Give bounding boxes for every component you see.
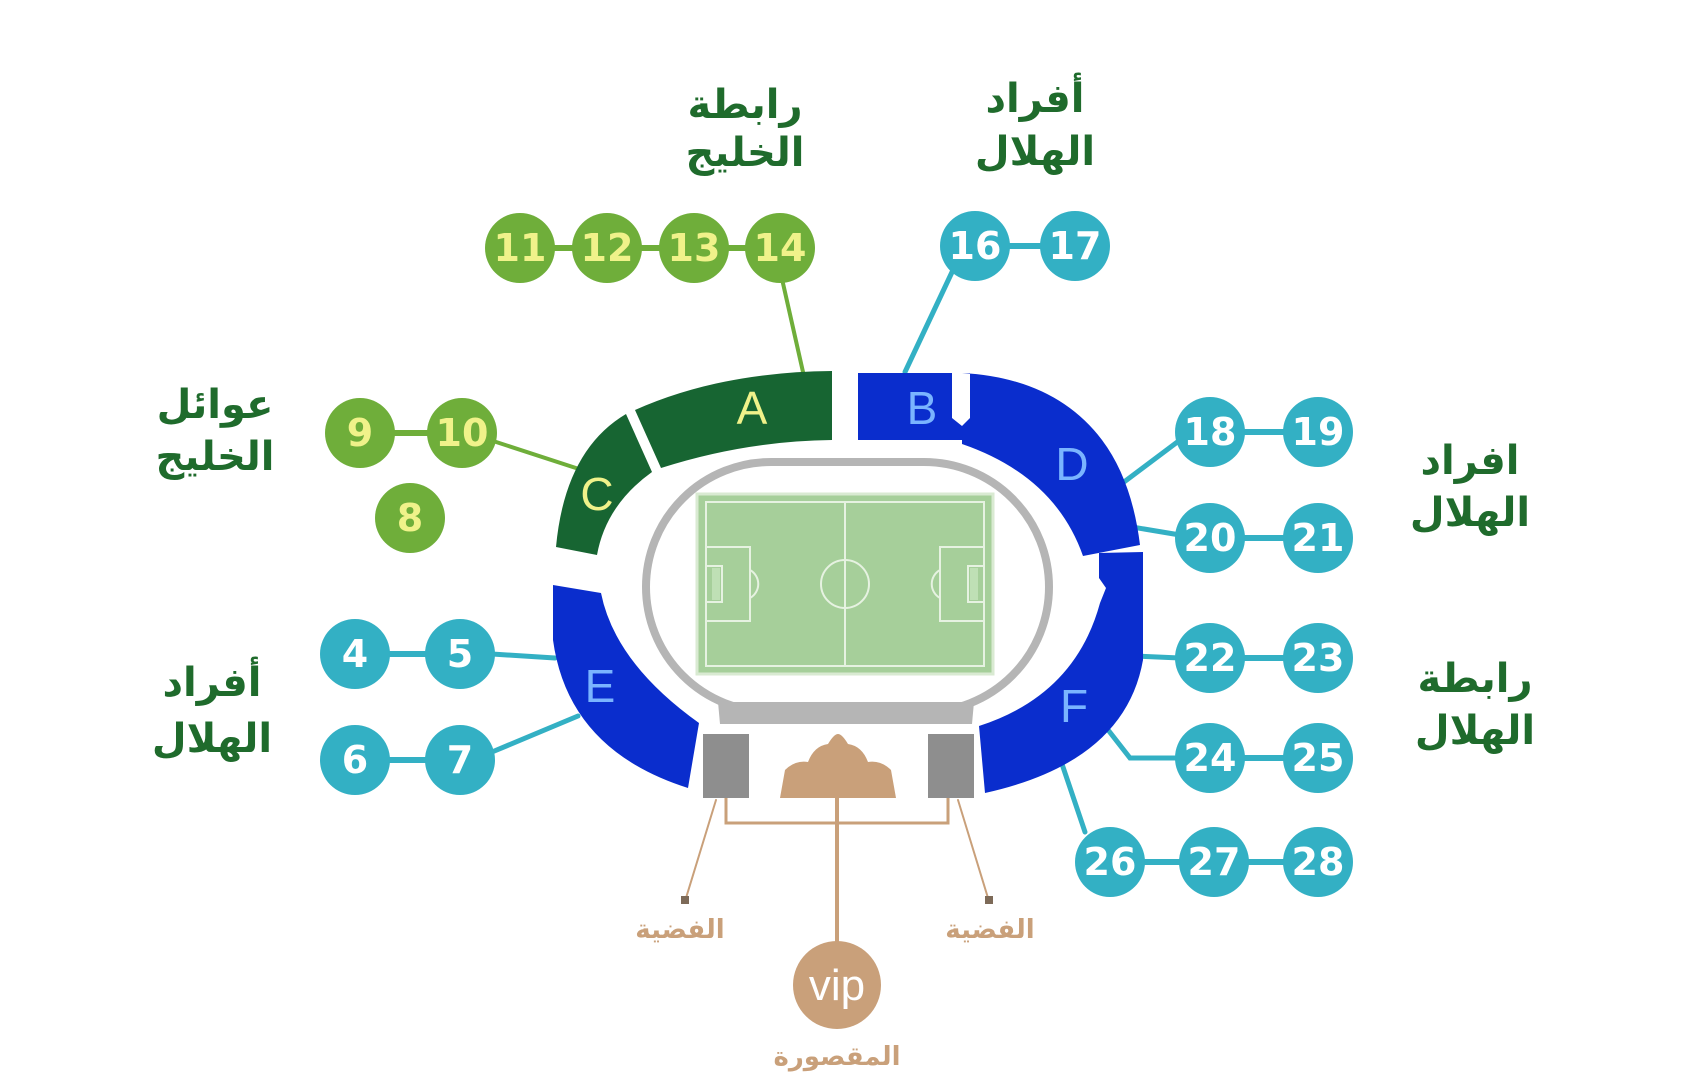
gate-8-label: 8 xyxy=(397,496,423,540)
silver-box-left[interactable] xyxy=(703,734,749,798)
gate-22-label: 22 xyxy=(1184,636,1237,680)
gate-24-label: 24 xyxy=(1184,736,1237,780)
track-bottom-band xyxy=(718,702,974,724)
gate-24[interactable]: 24 xyxy=(1175,723,1245,793)
label-hilal-left-line2: الهلال xyxy=(152,716,272,762)
vip-box-shape[interactable] xyxy=(780,734,896,798)
gate-20[interactable]: 20 xyxy=(1175,503,1245,573)
label-hilal-right-line2: الهلال xyxy=(1410,490,1530,536)
gate-23[interactable]: 23 xyxy=(1283,623,1353,693)
gates-green: 11 xyxy=(485,213,555,283)
gate-12[interactable]: 12 xyxy=(572,213,642,283)
gate-16[interactable]: 16 xyxy=(940,211,1010,281)
stadium-sections xyxy=(553,371,1143,793)
group-labels: رابطة الخليج أفراد الهلال عوائل الخليج ا… xyxy=(152,72,1535,1072)
section-letter-c: C xyxy=(580,468,613,520)
gate-28[interactable]: 28 xyxy=(1283,827,1353,897)
gate-26-label: 26 xyxy=(1084,840,1137,884)
gates-teal: 16 17 18 19 20 21 4 5 6 7 22 23 24 25 26… xyxy=(320,211,1353,897)
section-letter-b: B xyxy=(907,382,938,434)
label-gulf-families-line2: الخليج xyxy=(155,434,274,480)
section-letter-d: D xyxy=(1055,438,1088,490)
section-d[interactable] xyxy=(962,373,1140,556)
silver-box-right[interactable] xyxy=(928,734,974,798)
vip-badge[interactable]: vip xyxy=(793,941,881,1029)
gate-23-label: 23 xyxy=(1292,636,1345,680)
gate-4-label: 4 xyxy=(342,632,368,676)
label-gulf-league-line1: رابطة xyxy=(688,82,803,128)
gates-green-rest: 12 13 14 9 10 8 xyxy=(325,213,815,553)
section-b[interactable] xyxy=(858,373,962,440)
label-vip-name: المقصورة xyxy=(773,1042,900,1072)
silver-left-marker xyxy=(681,896,689,904)
gate-8[interactable]: 8 xyxy=(375,483,445,553)
gate-11[interactable]: 11 xyxy=(485,213,555,283)
label-hilal-top-line2: الهلال xyxy=(975,129,1095,175)
section-letter-e: E xyxy=(585,660,616,712)
gate-27[interactable]: 27 xyxy=(1179,827,1249,897)
label-hilal-top-line1: أفراد xyxy=(985,72,1084,122)
gate-19[interactable]: 19 xyxy=(1283,397,1353,467)
gate-18-label: 18 xyxy=(1184,410,1237,454)
vip-badge-label: vip xyxy=(809,961,865,1010)
gate-7[interactable]: 7 xyxy=(425,725,495,795)
section-letter-a: A xyxy=(737,382,768,434)
gate-18[interactable]: 18 xyxy=(1175,397,1245,467)
gate-13[interactable]: 13 xyxy=(659,213,729,283)
section-e[interactable] xyxy=(553,585,699,788)
gate-7-label: 7 xyxy=(447,738,473,782)
label-gulf-families-line1: عوائل xyxy=(157,382,274,428)
gate-12-label: 12 xyxy=(581,226,634,270)
gate-17[interactable]: 17 xyxy=(1040,211,1110,281)
goal-right xyxy=(970,568,978,600)
gate-16-label: 16 xyxy=(949,224,1002,268)
gate-10-label: 10 xyxy=(436,411,489,455)
section-letter-f: F xyxy=(1060,680,1088,732)
gate-20-label: 20 xyxy=(1184,516,1237,560)
gate-11-label: 11 xyxy=(494,226,547,270)
gate-6-label: 6 xyxy=(342,738,368,782)
gate-6[interactable]: 6 xyxy=(320,725,390,795)
label-silver-right: الفضية xyxy=(945,915,1034,945)
section-a[interactable] xyxy=(635,371,832,468)
label-hilal-left-line1: أفراد xyxy=(162,656,261,706)
gate-5-label: 5 xyxy=(447,632,473,676)
gate-22[interactable]: 22 xyxy=(1175,623,1245,693)
gate-17-label: 17 xyxy=(1049,224,1102,268)
gate-5[interactable]: 5 xyxy=(425,619,495,689)
section-c[interactable] xyxy=(556,414,652,555)
gate-13-label: 13 xyxy=(668,226,721,270)
gate-14[interactable]: 14 xyxy=(745,213,815,283)
gate-28-label: 28 xyxy=(1292,840,1345,884)
gate-10[interactable]: 10 xyxy=(427,398,497,468)
label-hilal-league-line2: الهلال xyxy=(1415,708,1535,754)
silver-right-marker xyxy=(985,896,993,904)
gate-27-label: 27 xyxy=(1188,840,1241,884)
label-hilal-league-line1: رابطة xyxy=(1418,656,1533,702)
gate-4[interactable]: 4 xyxy=(320,619,390,689)
gate-9-label: 9 xyxy=(347,411,373,455)
field-area xyxy=(642,458,1053,724)
label-silver-left: الفضية xyxy=(635,915,724,945)
label-hilal-right-line1: افراد xyxy=(1420,438,1519,484)
gate-21[interactable]: 21 xyxy=(1283,503,1353,573)
gate-25-label: 25 xyxy=(1292,736,1345,780)
gate-19-label: 19 xyxy=(1292,410,1345,454)
gate-21-label: 21 xyxy=(1292,516,1345,560)
gate-26[interactable]: 26 xyxy=(1075,827,1145,897)
goal-left xyxy=(712,568,720,600)
gate-9[interactable]: 9 xyxy=(325,398,395,468)
label-gulf-league-line2: الخليج xyxy=(685,130,804,176)
gate-14-label: 14 xyxy=(754,226,807,270)
section-f[interactable] xyxy=(979,552,1143,793)
gate-25[interactable]: 25 xyxy=(1283,723,1353,793)
